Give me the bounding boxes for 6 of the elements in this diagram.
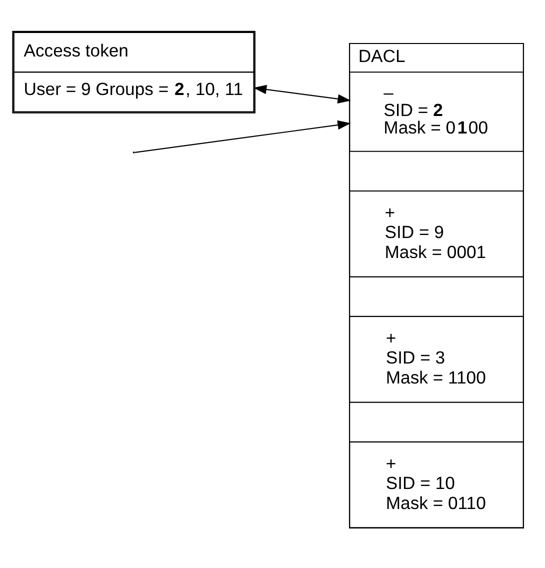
node-box: + SID = 10 Mask = 0110 [349,441,524,528]
node-box: + SID = 9 Mask = 0001 [349,190,524,278]
arrow [134,120,351,153]
arrow [253,84,351,104]
node-box: + SID = 3 Mask = 1100 [349,316,524,403]
node-box: – SID = 2 Mask = 0100 [349,72,524,152]
